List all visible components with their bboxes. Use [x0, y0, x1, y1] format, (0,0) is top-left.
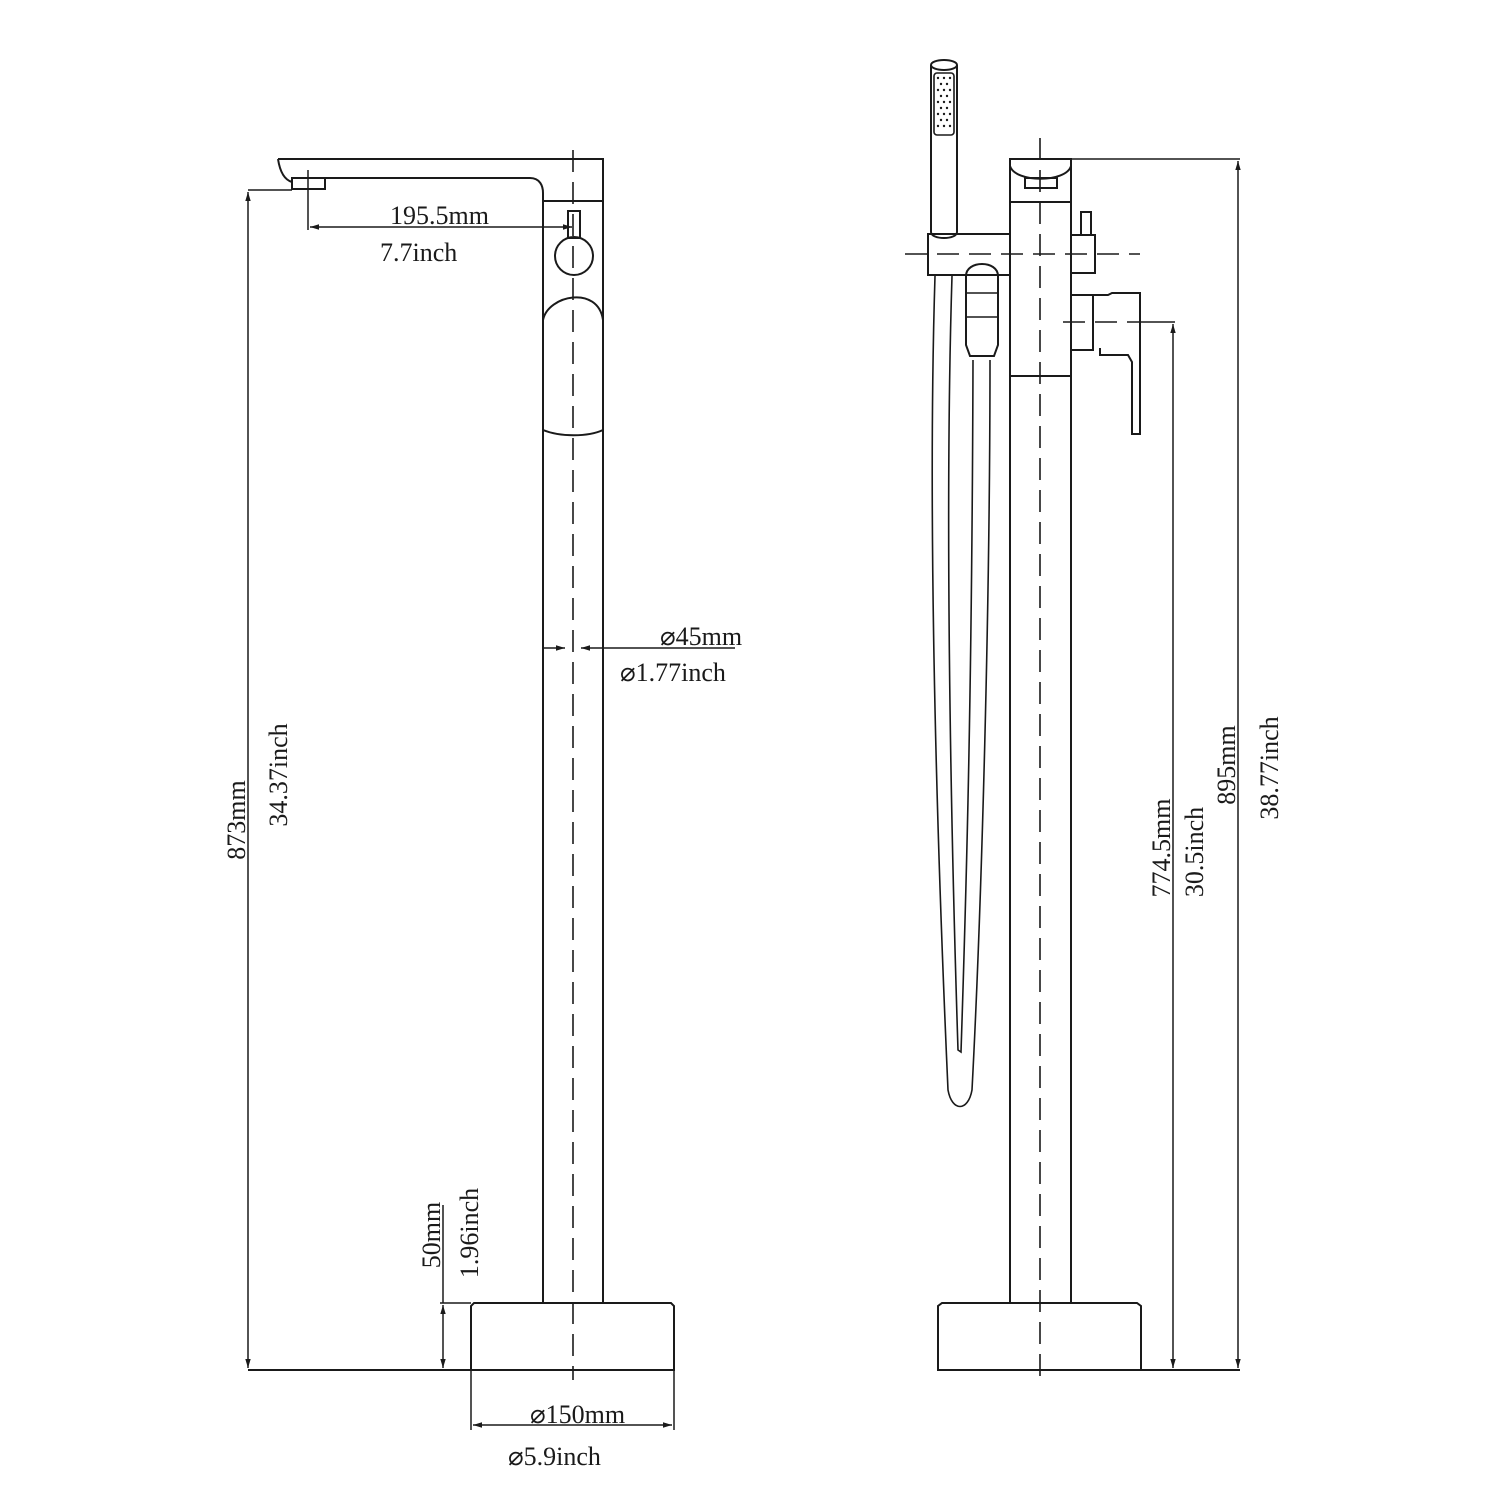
base-diameter-inch: ⌀5.9inch: [508, 1442, 601, 1471]
base-height-inch: 1.96inch: [455, 1188, 484, 1278]
front-view: [245, 150, 735, 1430]
spout-reach-mm: 195.5mm: [390, 201, 489, 230]
hand-shower: [930, 65, 958, 239]
handle-knob: [554, 236, 594, 276]
pipe-diameter-inch: ⌀1.77inch: [620, 658, 726, 687]
handle-height-mm: 774.5mm: [1147, 799, 1176, 898]
spout-height-inch: 34.37inch: [264, 723, 293, 826]
handle-stem: [567, 210, 581, 239]
total-height-inch: 38.77inch: [1255, 716, 1284, 819]
base-diameter-mm: ⌀150mm: [530, 1400, 625, 1429]
shower-nozzle-face: [933, 72, 955, 136]
spout-outline: [277, 158, 604, 1303]
lever-handle: [1071, 292, 1141, 435]
pipe-diameter-mm: ⌀45mm: [660, 622, 742, 651]
spout-reach-inch: 7.7inch: [380, 238, 457, 267]
total-height-mm: 895mm: [1212, 725, 1241, 804]
side-view: [905, 59, 1241, 1380]
handle-height-inch: 30.5inch: [1180, 807, 1209, 897]
hose: [931, 275, 991, 1108]
spout-height-mm: 873mm: [222, 780, 251, 859]
hose-connector: [965, 263, 999, 357]
lever-bottom: [542, 429, 604, 437]
base-height-mm: 50mm: [417, 1202, 446, 1268]
